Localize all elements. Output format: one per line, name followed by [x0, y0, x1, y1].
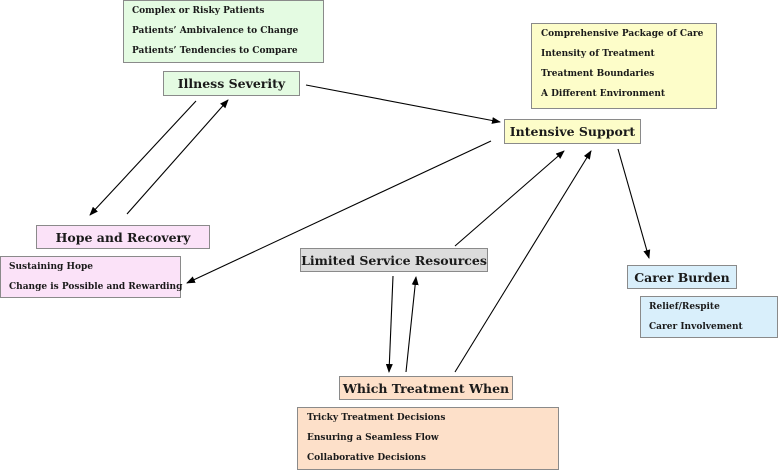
illness-severity-title: Illness Severity [177, 76, 286, 91]
illness-severity-details: Complex or Risky Patients Patients’ Ambi… [123, 0, 324, 63]
carer-burden-title: Carer Burden [634, 269, 730, 285]
limited-resources-title: Limited Service Resources [301, 252, 487, 268]
detail-item: Patients’ Tendencies to Compare [132, 46, 298, 56]
hope-recovery-details: Sustaining Hope Change is Possible and R… [0, 256, 183, 298]
detail-item: Tricky Treatment Decisions [307, 413, 446, 423]
detail-item: Patients’ Ambivalence to Change [132, 26, 299, 36]
carer-burden-details: Relief/Respite Carer Involvement [640, 296, 778, 338]
hope-recovery-title: Hope and Recovery [55, 229, 191, 245]
detail-item: Ensuring a Seamless Flow [307, 433, 439, 443]
hope-recovery-node: Hope and Recovery [36, 225, 210, 249]
intensive-support-title: Intensive Support [509, 124, 636, 139]
arrow-which-to-limited [405, 276, 419, 373]
arrow-limited-to-intensive [454, 150, 565, 247]
intensive-support-details: Comprehensive Package of Care Intensity … [531, 23, 717, 109]
detail-item: Change is Possible and Rewarding [9, 282, 183, 292]
arrow-hope-to-illness [126, 99, 229, 215]
detail-item: Treatment Boundaries [541, 69, 655, 79]
carer-burden-node: Carer Burden [627, 265, 737, 289]
detail-item: Relief/Respite [649, 302, 720, 312]
detail-item: Comprehensive Package of Care [541, 29, 704, 39]
detail-item: Intensity of Treatment [541, 49, 655, 59]
which-treatment-title: Which Treatment When [342, 380, 510, 396]
detail-item: A Different Environment [541, 89, 666, 99]
which-treatment-node: Which Treatment When [339, 376, 513, 400]
limited-resources-node: Limited Service Resources [300, 248, 488, 272]
which-treatment-details: Tricky Treatment Decisions Ensuring a Se… [297, 407, 559, 470]
arrow-illness-to-hope [89, 100, 197, 216]
illness-severity-node: Illness Severity [163, 71, 300, 96]
detail-item: Complex or Risky Patients [132, 6, 265, 16]
arrow-intensive-to-carer [617, 148, 651, 259]
intensive-support-node: Intensive Support [504, 119, 641, 144]
arrow-illness-to-intensive [305, 84, 501, 124]
detail-item: Collaborative Decisions [307, 453, 426, 463]
arrow-limited-to-which [385, 275, 394, 373]
detail-item: Carer Involvement [649, 322, 743, 332]
detail-item: Sustaining Hope [9, 262, 93, 272]
